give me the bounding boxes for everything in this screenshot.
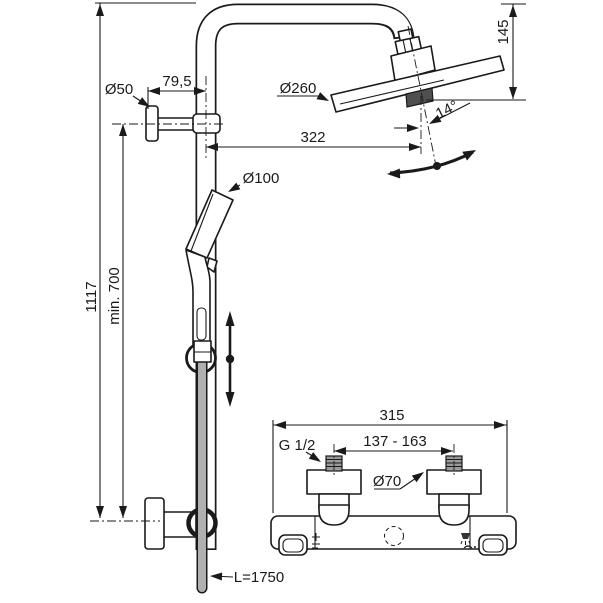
upper-bracket-clamp (192, 113, 221, 134)
lower-wall-bracket (144, 497, 218, 550)
hand-shower (185, 189, 234, 363)
dim-head-drop: 145 (495, 19, 512, 44)
overhead-shower-head (330, 55, 505, 113)
dim-inlet-thread: G 1/2 (279, 437, 316, 454)
hand-shower-clip (206, 257, 218, 273)
centerlines (90, 25, 455, 522)
dim-wall-offset: 79,5 (162, 73, 191, 90)
dim-total-height: 1117 (83, 281, 100, 312)
riser-pipe (195, 3, 415, 550)
slide-direction-arrow (225, 311, 235, 407)
hand-shower-head (185, 189, 234, 259)
lower-bracket-flange (144, 497, 165, 550)
shower-outlet-icon (460, 533, 476, 549)
valve-center-mark (384, 526, 404, 546)
dimensions: 1117 min. 700 Ø50 79,5 Ø260 322 145 (83, 2, 526, 586)
dim-valve-width: 315 (379, 407, 404, 424)
shower-column (144, 3, 517, 594)
left-union (318, 504, 350, 526)
dim-inlet-spacing: 137 - 163 (363, 433, 426, 450)
dim-min-mount-height: min. 700 (106, 267, 123, 325)
dim-bracket-diameter: Ø50 (105, 81, 133, 98)
dim-head-diameter: Ø260 (280, 80, 317, 97)
dim-escutcheon-diameter: Ø70 (373, 473, 401, 490)
upper-wall-bracket (145, 105, 196, 142)
head-tilt-axis (407, 25, 437, 167)
overhead-shower (330, 28, 505, 113)
temperature-plus-minus-marks (312, 533, 320, 549)
right-union (438, 504, 470, 526)
upper-bracket-flange (145, 105, 159, 142)
dim-head-reach: 322 (300, 129, 325, 146)
head-mount-block (390, 45, 436, 82)
thermostat-mixer-valve (270, 455, 517, 556)
dim-hand-shower-diameter: Ø100 (243, 170, 280, 187)
tilt-swing-arrow (387, 150, 476, 179)
dim-hose-length: L=1750 (234, 569, 284, 586)
head-pivot-knob (405, 87, 434, 108)
